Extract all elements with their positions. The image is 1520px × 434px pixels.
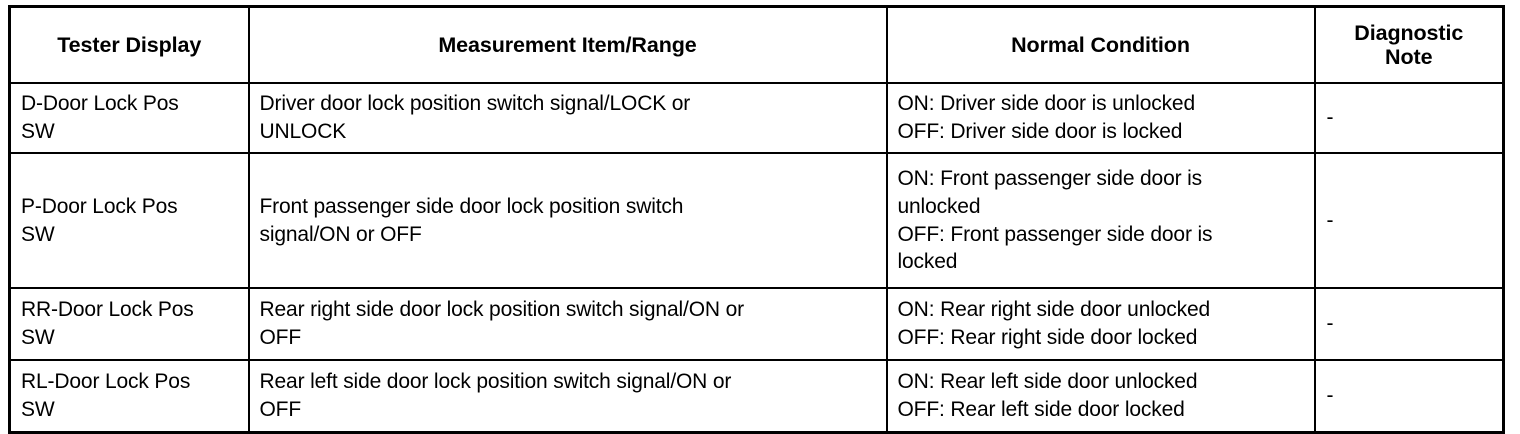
cell-diagnostic-note: - — [1313, 152, 1505, 289]
cell-diagnostic-note: - — [1313, 359, 1505, 434]
table-row: D-Door Lock Pos SW Driver door lock posi… — [8, 82, 1505, 154]
table-header-row: Tester Display Measurement Item/Range No… — [8, 5, 1505, 84]
cell-tester-display: RR-Door Lock Pos SW — [8, 287, 250, 361]
cell-diagnostic-note: - — [1313, 82, 1505, 154]
cell-measurement-item-range: Front passenger side door lock position … — [247, 152, 888, 289]
cell-tester-display: P-Door Lock Pos SW — [8, 152, 250, 289]
column-header-diagnostic-note: Diagnostic Note — [1313, 5, 1505, 84]
cell-measurement-item-range: Driver door lock position switch signal/… — [247, 82, 888, 154]
cell-measurement-item-range: Rear right side door lock position switc… — [247, 287, 888, 361]
cell-tester-display: RL-Door Lock Pos SW — [8, 359, 250, 434]
table-row: RL-Door Lock Pos SW Rear left side door … — [8, 359, 1505, 434]
cell-tester-display: D-Door Lock Pos SW — [8, 82, 250, 154]
cell-normal-condition: ON: Driver side door is unlocked OFF: Dr… — [885, 82, 1316, 154]
table-row: P-Door Lock Pos SW Front passenger side … — [8, 152, 1505, 289]
table-header: Tester Display Measurement Item/Range No… — [8, 5, 1505, 84]
column-header-measurement-item-range: Measurement Item/Range — [247, 5, 888, 84]
cell-normal-condition: ON: Rear left side door unlocked OFF: Re… — [885, 359, 1316, 434]
table-row: RR-Door Lock Pos SW Rear right side door… — [8, 287, 1505, 361]
table-body: D-Door Lock Pos SW Driver door lock posi… — [8, 82, 1505, 434]
tester-display-spec-table: Tester Display Measurement Item/Range No… — [8, 5, 1505, 434]
cell-normal-condition: ON: Front passenger side door is unlocke… — [885, 152, 1316, 289]
cell-normal-condition: ON: Rear right side door unlocked OFF: R… — [885, 287, 1316, 361]
cell-diagnostic-note: - — [1313, 287, 1505, 361]
column-header-normal-condition: Normal Condition — [885, 5, 1316, 84]
column-header-tester-display: Tester Display — [8, 5, 250, 84]
cell-measurement-item-range: Rear left side door lock position switch… — [247, 359, 888, 434]
